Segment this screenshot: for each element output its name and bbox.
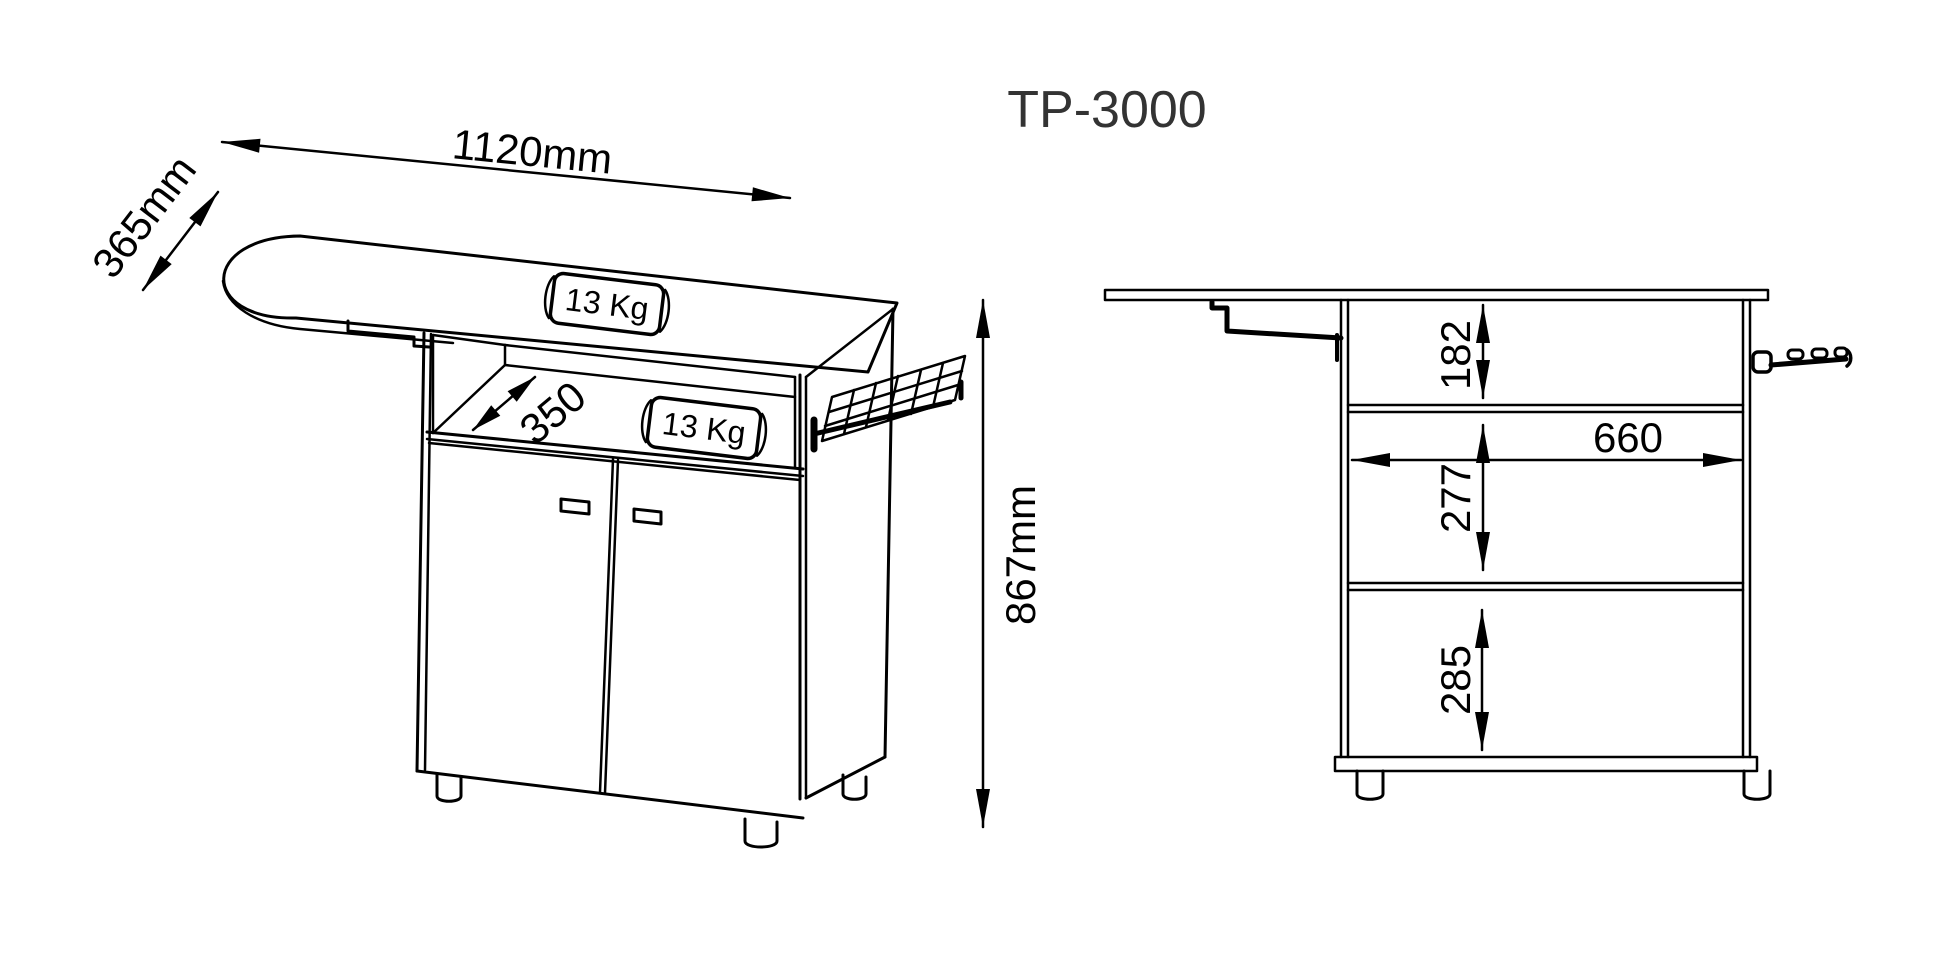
dim-top-compartment: 182 [1432, 303, 1490, 400]
dim-middle-compartment-label: 277 [1432, 463, 1479, 533]
dim-middle-compartment: 277 [1432, 423, 1490, 572]
isometric-view: 13 Kg 13 Kg 1120mm 365mm 867 [83, 120, 1044, 849]
shelf-floor-edge [425, 430, 805, 471]
dim-bottom-compartment: 285 [1432, 608, 1489, 752]
dim-board-width-label: 1120mm [450, 120, 614, 182]
load-sticker-shelf: 13 Kg [640, 395, 768, 461]
dim-total-height: 867mm [976, 298, 1044, 829]
shelf-floor-edge-inner [425, 437, 805, 478]
open-shelf-interior [431, 333, 797, 470]
side-panel [798, 307, 895, 801]
dim-board-depth-label: 365mm [83, 147, 205, 287]
left-door-handle [559, 497, 591, 516]
cabinet-feet [435, 773, 868, 849]
fv-bracket [1209, 299, 1344, 341]
fv-feet [1355, 769, 1772, 801]
dim-board-width: 1120mm [220, 120, 792, 202]
dim-board-depth: 365mm [83, 147, 220, 292]
front-view: 182 660 277 285 [1103, 288, 1853, 801]
fv-board [1103, 288, 1770, 302]
dim-inner-width: 660 [1350, 414, 1743, 467]
fv-carcass [1333, 298, 1759, 773]
dim-top-compartment-label: 182 [1432, 320, 1479, 390]
model-title: TP-3000 [1007, 81, 1206, 139]
fv-folded-rack [1751, 346, 1853, 374]
dim-bottom-compartment-label: 285 [1432, 645, 1479, 715]
cabinet-left-edge-inner [423, 332, 433, 772]
right-door-handle [632, 507, 663, 526]
wire-rack [810, 354, 967, 453]
board-nose-edge [221, 279, 455, 345]
dim-inner-width-label: 660 [1593, 414, 1663, 461]
cabinet-doors [415, 441, 805, 820]
board-bracket [346, 319, 431, 349]
dim-shelf-depth: 350 [471, 372, 595, 453]
dim-total-height-label: 867mm [997, 485, 1044, 625]
load-sticker-board: 13 Kg [543, 271, 671, 337]
cabinet-left-edge [415, 331, 426, 773]
